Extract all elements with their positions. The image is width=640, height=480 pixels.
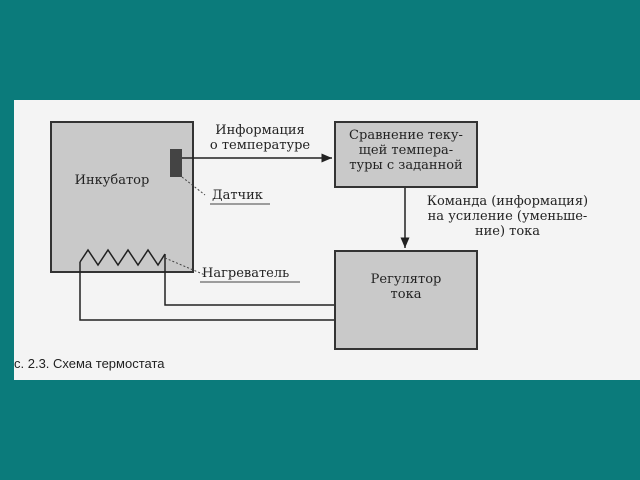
- regulator-line-1: Регулятор: [370, 272, 442, 287]
- regulator-box: Регулятор тока: [334, 250, 478, 350]
- sensor-pointer: [181, 176, 206, 196]
- command-label: Команда (информация) на усиление (уменьш…: [410, 194, 605, 239]
- compare-line-2: щей темпера-: [358, 143, 454, 158]
- wire-2: [79, 262, 334, 321]
- compare-box: Сравнение теку- щей темпера- туры с зада…: [334, 121, 478, 188]
- figure-caption: с. 2.3. Схема термостата: [14, 356, 165, 371]
- compare-line-1: Сравнение теку-: [349, 128, 463, 143]
- incubator-label: Инкубатор: [74, 173, 150, 188]
- wire-1: [164, 254, 334, 306]
- info-line-2: о температуре: [209, 138, 311, 153]
- sensor-block: [170, 149, 182, 177]
- incubator-box: Инкубатор: [50, 121, 194, 273]
- heater-pointer: [164, 257, 206, 276]
- regulator-line-2: тока: [390, 287, 422, 302]
- heater-zigzag: [79, 248, 166, 267]
- sensor-label: Датчик: [212, 188, 263, 203]
- compare-line-3: туры с заданной: [349, 158, 463, 173]
- command-line-2: на усиление (уменьше-: [427, 209, 588, 224]
- info-label: Информация о температуре: [200, 123, 320, 153]
- heater-label: Нагреватель: [202, 266, 290, 281]
- command-line-1: Команда (информация): [426, 194, 589, 209]
- info-line-1: Информация: [215, 123, 305, 138]
- command-line-3: ние) тока: [474, 224, 541, 239]
